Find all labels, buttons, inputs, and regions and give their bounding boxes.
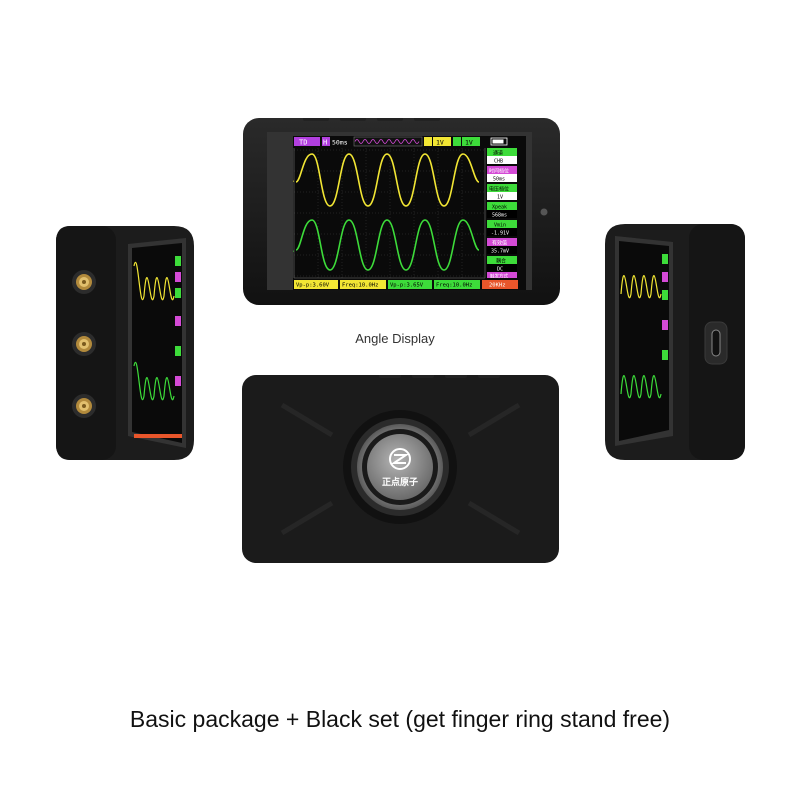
left-screen [132, 243, 182, 443]
right-side-view-device [605, 224, 745, 460]
finger-ring-stand [343, 410, 457, 524]
brand-logo-icon [389, 448, 411, 470]
time-title: 时间档位 [489, 168, 509, 175]
freq-title: Xpeak [492, 205, 507, 211]
ch2-scale: 1V [465, 139, 473, 147]
avg-value: 35.7mV [491, 249, 509, 255]
side-panel: 通道 CHB 时间档位 50ms 电压档位 1V Xpeak 568ms Vmi… [487, 148, 517, 280]
coupling-value: DC [497, 267, 503, 273]
coupling-title: 耦合 [496, 258, 506, 265]
sample-rate: 20KHz [489, 283, 506, 289]
brand-logo-text: 正点原子 [381, 478, 418, 488]
mode-badge [294, 137, 320, 146]
back-view-device [242, 373, 559, 563]
time-value: 50ms [493, 177, 505, 183]
vpp-title: Vmin [494, 223, 506, 229]
timebase-value: 50ms [332, 139, 348, 147]
probe-connector-2-icon [72, 332, 96, 356]
probe-connector-1-icon [72, 270, 96, 294]
ch2-vpp: Vp-p:3.65V [390, 283, 424, 289]
volt-title: 电压档位 [489, 186, 509, 193]
channel-b-marker: ▶ [293, 247, 295, 255]
ch2-freq: Freq:10.0Hz [436, 283, 472, 289]
bottom-bar: Vp-p:3.60V Freq:10.0Hz Vp-p:3.65V Freq:1… [294, 280, 518, 289]
channel-title: 通道 [493, 150, 503, 157]
left-side-view-device [56, 226, 196, 460]
channel-a-waveform [295, 153, 480, 207]
right-screen [619, 241, 669, 441]
mode-label: TD [299, 139, 307, 147]
channel-b-waveform [295, 219, 480, 271]
timebase-tag: H [323, 139, 327, 147]
probe-connector-3-icon [72, 394, 96, 418]
freq-value: 568ms [492, 213, 507, 219]
avg-title: 有效值 [492, 240, 507, 247]
trigger-title: 触发方式 [490, 273, 508, 280]
package-caption: Basic package + Black set (get finger ri… [129, 706, 671, 732]
ch1-vpp: Vp-p:3.60V [296, 283, 330, 289]
channel-a-marker: ▶ [293, 177, 295, 185]
timebase-tag-box [322, 137, 330, 146]
volt-value: 1V [497, 195, 503, 201]
ch1-scale: 1V [436, 139, 444, 147]
angle-display-caption: Angle Display [355, 331, 435, 346]
waveform-overview [353, 136, 423, 147]
ch1-freq: Freq:10.0Hz [342, 283, 378, 289]
channel-value: CHB [494, 159, 503, 165]
oscilloscope-screen: TD H 50ms 1V 1V ▶ ▶ 通道 CHB [293, 136, 519, 290]
battery-icon [490, 137, 508, 146]
usb-c-port-icon [704, 321, 728, 365]
vpp-value: -1.91V [491, 231, 509, 237]
